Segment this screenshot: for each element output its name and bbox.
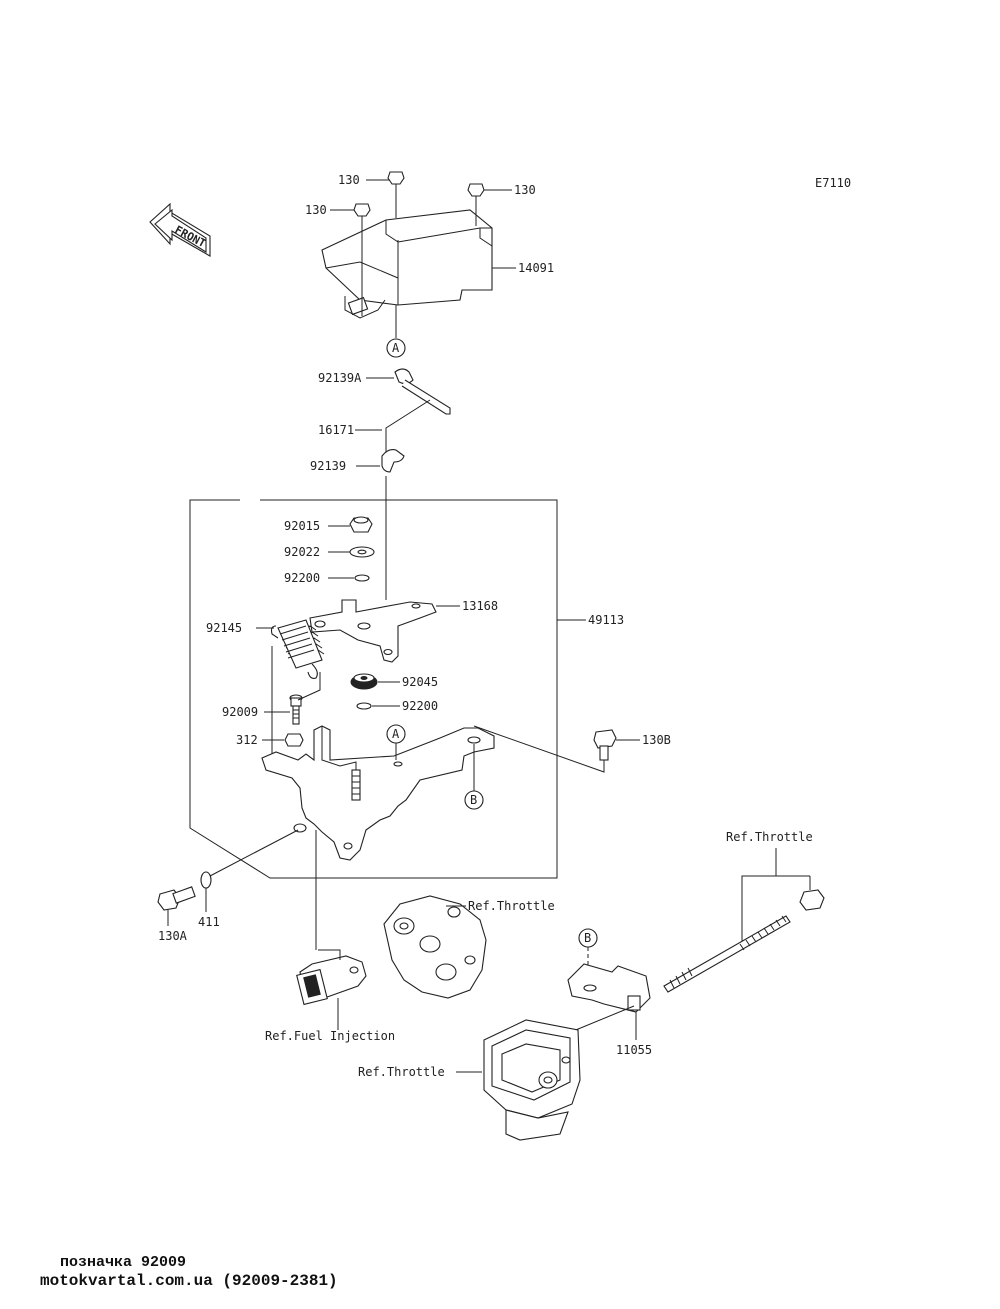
callout-a-top-text: A <box>392 341 400 355</box>
label-92145: 92145 <box>206 621 242 635</box>
bolt-130a <box>157 886 196 911</box>
label-92022: 92022 <box>284 545 320 559</box>
cover-14091 <box>321 209 493 319</box>
nut-312 <box>284 733 304 747</box>
assembly-bracket-49113 <box>189 499 558 879</box>
mounting-bracket <box>261 725 495 861</box>
callout-b-right-text: B <box>584 931 591 945</box>
footer-site: motokvartal.com.ua (92009-2381) <box>40 1272 338 1290</box>
callout-a-mid-text: A <box>392 727 400 741</box>
label-92015: 92015 <box>284 519 320 533</box>
label-92200-b: 92200 <box>402 699 438 713</box>
label-92139a: 92139A <box>318 371 362 385</box>
washer-92200-b <box>356 702 372 710</box>
label-92139: 92139 <box>310 459 346 473</box>
rod-16171 <box>385 379 451 460</box>
grommet-92045 <box>350 673 378 690</box>
footer-caption: позначка 92009 <box>60 1254 187 1271</box>
callout-b-mid-text: B <box>470 793 477 807</box>
label-11055: 11055 <box>616 1043 652 1057</box>
bolt-130-right <box>467 183 512 226</box>
bolt-130-top <box>366 171 405 218</box>
washer-411 <box>200 871 212 889</box>
ref-fuel-injection: Ref.Fuel Injection <box>265 1029 395 1043</box>
ref-throttle-top-right: Ref.Throttle <box>726 830 813 844</box>
callout-a-top <box>386 338 406 358</box>
label-312: 312 <box>236 733 258 747</box>
bracket-11055 <box>567 963 651 1013</box>
label-130-right: 130 <box>514 183 536 197</box>
nut-92015 <box>349 516 373 533</box>
throttle-body-mid <box>383 895 487 999</box>
label-49113: 49113 <box>588 613 624 627</box>
label-411: 411 <box>198 915 220 929</box>
label-14091: 14091 <box>518 261 554 275</box>
sensor-fuel-injection <box>296 949 367 1006</box>
nut-throttle <box>799 889 825 911</box>
label-130a: 130A <box>158 929 188 943</box>
lever-13168 <box>309 599 437 663</box>
ref-throttle-bottom: Ref.Throttle <box>358 1065 445 1079</box>
label-92009: 92009 <box>222 705 258 719</box>
throttle-body-bottom <box>483 1019 581 1141</box>
clip-92139 <box>381 449 405 473</box>
diagram-code: E7110 <box>815 176 851 190</box>
label-92200-a: 92200 <box>284 571 320 585</box>
label-130b: 130B <box>642 733 671 747</box>
bolt-130-left <box>330 203 371 316</box>
throttle-rod <box>663 915 791 993</box>
label-130-top: 130 <box>338 173 360 187</box>
washer-92200-a <box>354 574 370 582</box>
spring-92145 <box>270 619 325 679</box>
bolt-130b <box>593 729 617 761</box>
label-13168: 13168 <box>462 599 498 613</box>
label-16171: 16171 <box>318 423 354 437</box>
label-130-left: 130 <box>305 203 327 217</box>
ref-throttle-mid: Ref.Throttle <box>468 899 555 913</box>
front-arrow-icon: FRONT <box>149 202 211 257</box>
clip-92139a <box>394 368 414 385</box>
label-92045: 92045 <box>402 675 438 689</box>
